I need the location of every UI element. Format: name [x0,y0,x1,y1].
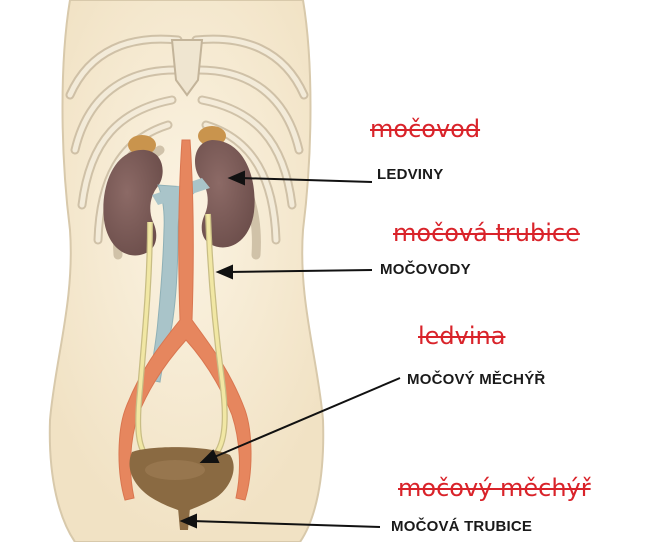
label-kidneys: LEDVINY [377,167,443,182]
struck-answer-fourth: močový měchýř [398,476,591,500]
struck-answer-third: ledvina [418,324,505,348]
label-bladder: MOČOVÝ MĚCHÝŘ [407,372,545,387]
label-ureters: MOČOVODY [380,262,471,277]
label-urethra: MOČOVÁ TRUBICE [391,519,532,534]
struck-answer-first: močovod [370,117,480,141]
struck-answer-second: močová trubice [393,221,580,245]
